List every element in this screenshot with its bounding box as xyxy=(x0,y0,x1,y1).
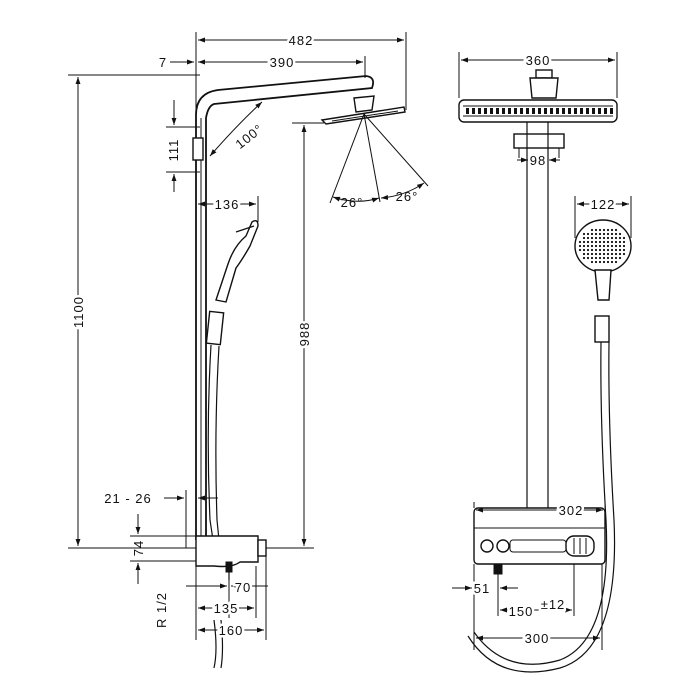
overhead-nozzle-pattern xyxy=(466,108,613,114)
label-70: 70 xyxy=(235,580,251,595)
label-74: 74 xyxy=(131,540,146,556)
riser-pipe-and-arm xyxy=(192,75,375,540)
dimension-482: 482 xyxy=(195,31,407,110)
label-spray-left: 26° xyxy=(341,195,364,210)
hand-shower-nozzle-pattern xyxy=(578,228,626,264)
label-150: 150 xyxy=(509,604,534,619)
front-view: 360 98 122 302 5 xyxy=(452,51,632,673)
overhead-shower-front xyxy=(458,69,618,123)
label-300: 300 xyxy=(525,631,550,646)
dimension-98: 98 xyxy=(517,153,560,168)
label-482: 482 xyxy=(289,33,314,48)
dimension-136: 136 xyxy=(198,195,259,222)
dimension-70: 70 xyxy=(186,578,268,598)
hose-front xyxy=(467,341,616,673)
dimension-111: 111 xyxy=(166,100,200,192)
dimension-988: 988 xyxy=(266,122,324,549)
label-51: 51 xyxy=(474,581,490,596)
dimension-122: 122 xyxy=(574,195,632,238)
label-136: 136 xyxy=(215,197,240,212)
label-302: 302 xyxy=(559,503,584,518)
label-111: 111 xyxy=(166,139,181,162)
dimension-360: 360 xyxy=(458,51,618,98)
hand-shower-front xyxy=(574,219,632,343)
dimension-135: 135 xyxy=(198,599,254,619)
label-390: 390 xyxy=(270,55,295,70)
label-988: 988 xyxy=(297,322,312,347)
hand-shower-side xyxy=(205,219,259,346)
dimension-160: 160 xyxy=(198,621,264,641)
hose-side xyxy=(207,344,220,541)
label-7: 7 xyxy=(159,55,167,70)
label-98: 98 xyxy=(530,153,546,168)
thermostat-front xyxy=(473,507,606,575)
label-1100: 1100 xyxy=(71,296,86,328)
label-connection-thread: R 1/2 xyxy=(154,592,169,628)
handshower-select-button xyxy=(496,539,510,553)
label-spray-right: 26° xyxy=(396,189,419,204)
dimension-390: 7 390 xyxy=(159,53,366,78)
dimension-74: 74 xyxy=(130,514,196,584)
shower-select-button xyxy=(480,539,494,553)
dimension-wall-gap: 21 - 26 xyxy=(104,490,218,548)
overhead-shower-head xyxy=(320,95,406,125)
front-riser-pipe xyxy=(513,122,565,508)
angle-100: 100° xyxy=(209,101,266,157)
dimension-1100: 1100 xyxy=(68,74,200,549)
label-122: 122 xyxy=(591,197,616,212)
label-21-26: 21 - 26 xyxy=(104,491,151,506)
dimension-300: 300 xyxy=(476,629,600,649)
dimension-150: 150 ±12 xyxy=(500,595,572,622)
label-160: 160 xyxy=(219,623,244,638)
label-135: 135 xyxy=(214,601,239,616)
dimension-51: 51 xyxy=(452,579,518,599)
spray-angle-lines xyxy=(329,113,429,204)
label-150-tolerance: ±12 xyxy=(541,597,566,612)
dimension-302: 302 xyxy=(473,501,606,521)
label-360: 360 xyxy=(526,53,551,68)
side-view: 482 7 390 1100 111 100° xyxy=(68,31,429,669)
